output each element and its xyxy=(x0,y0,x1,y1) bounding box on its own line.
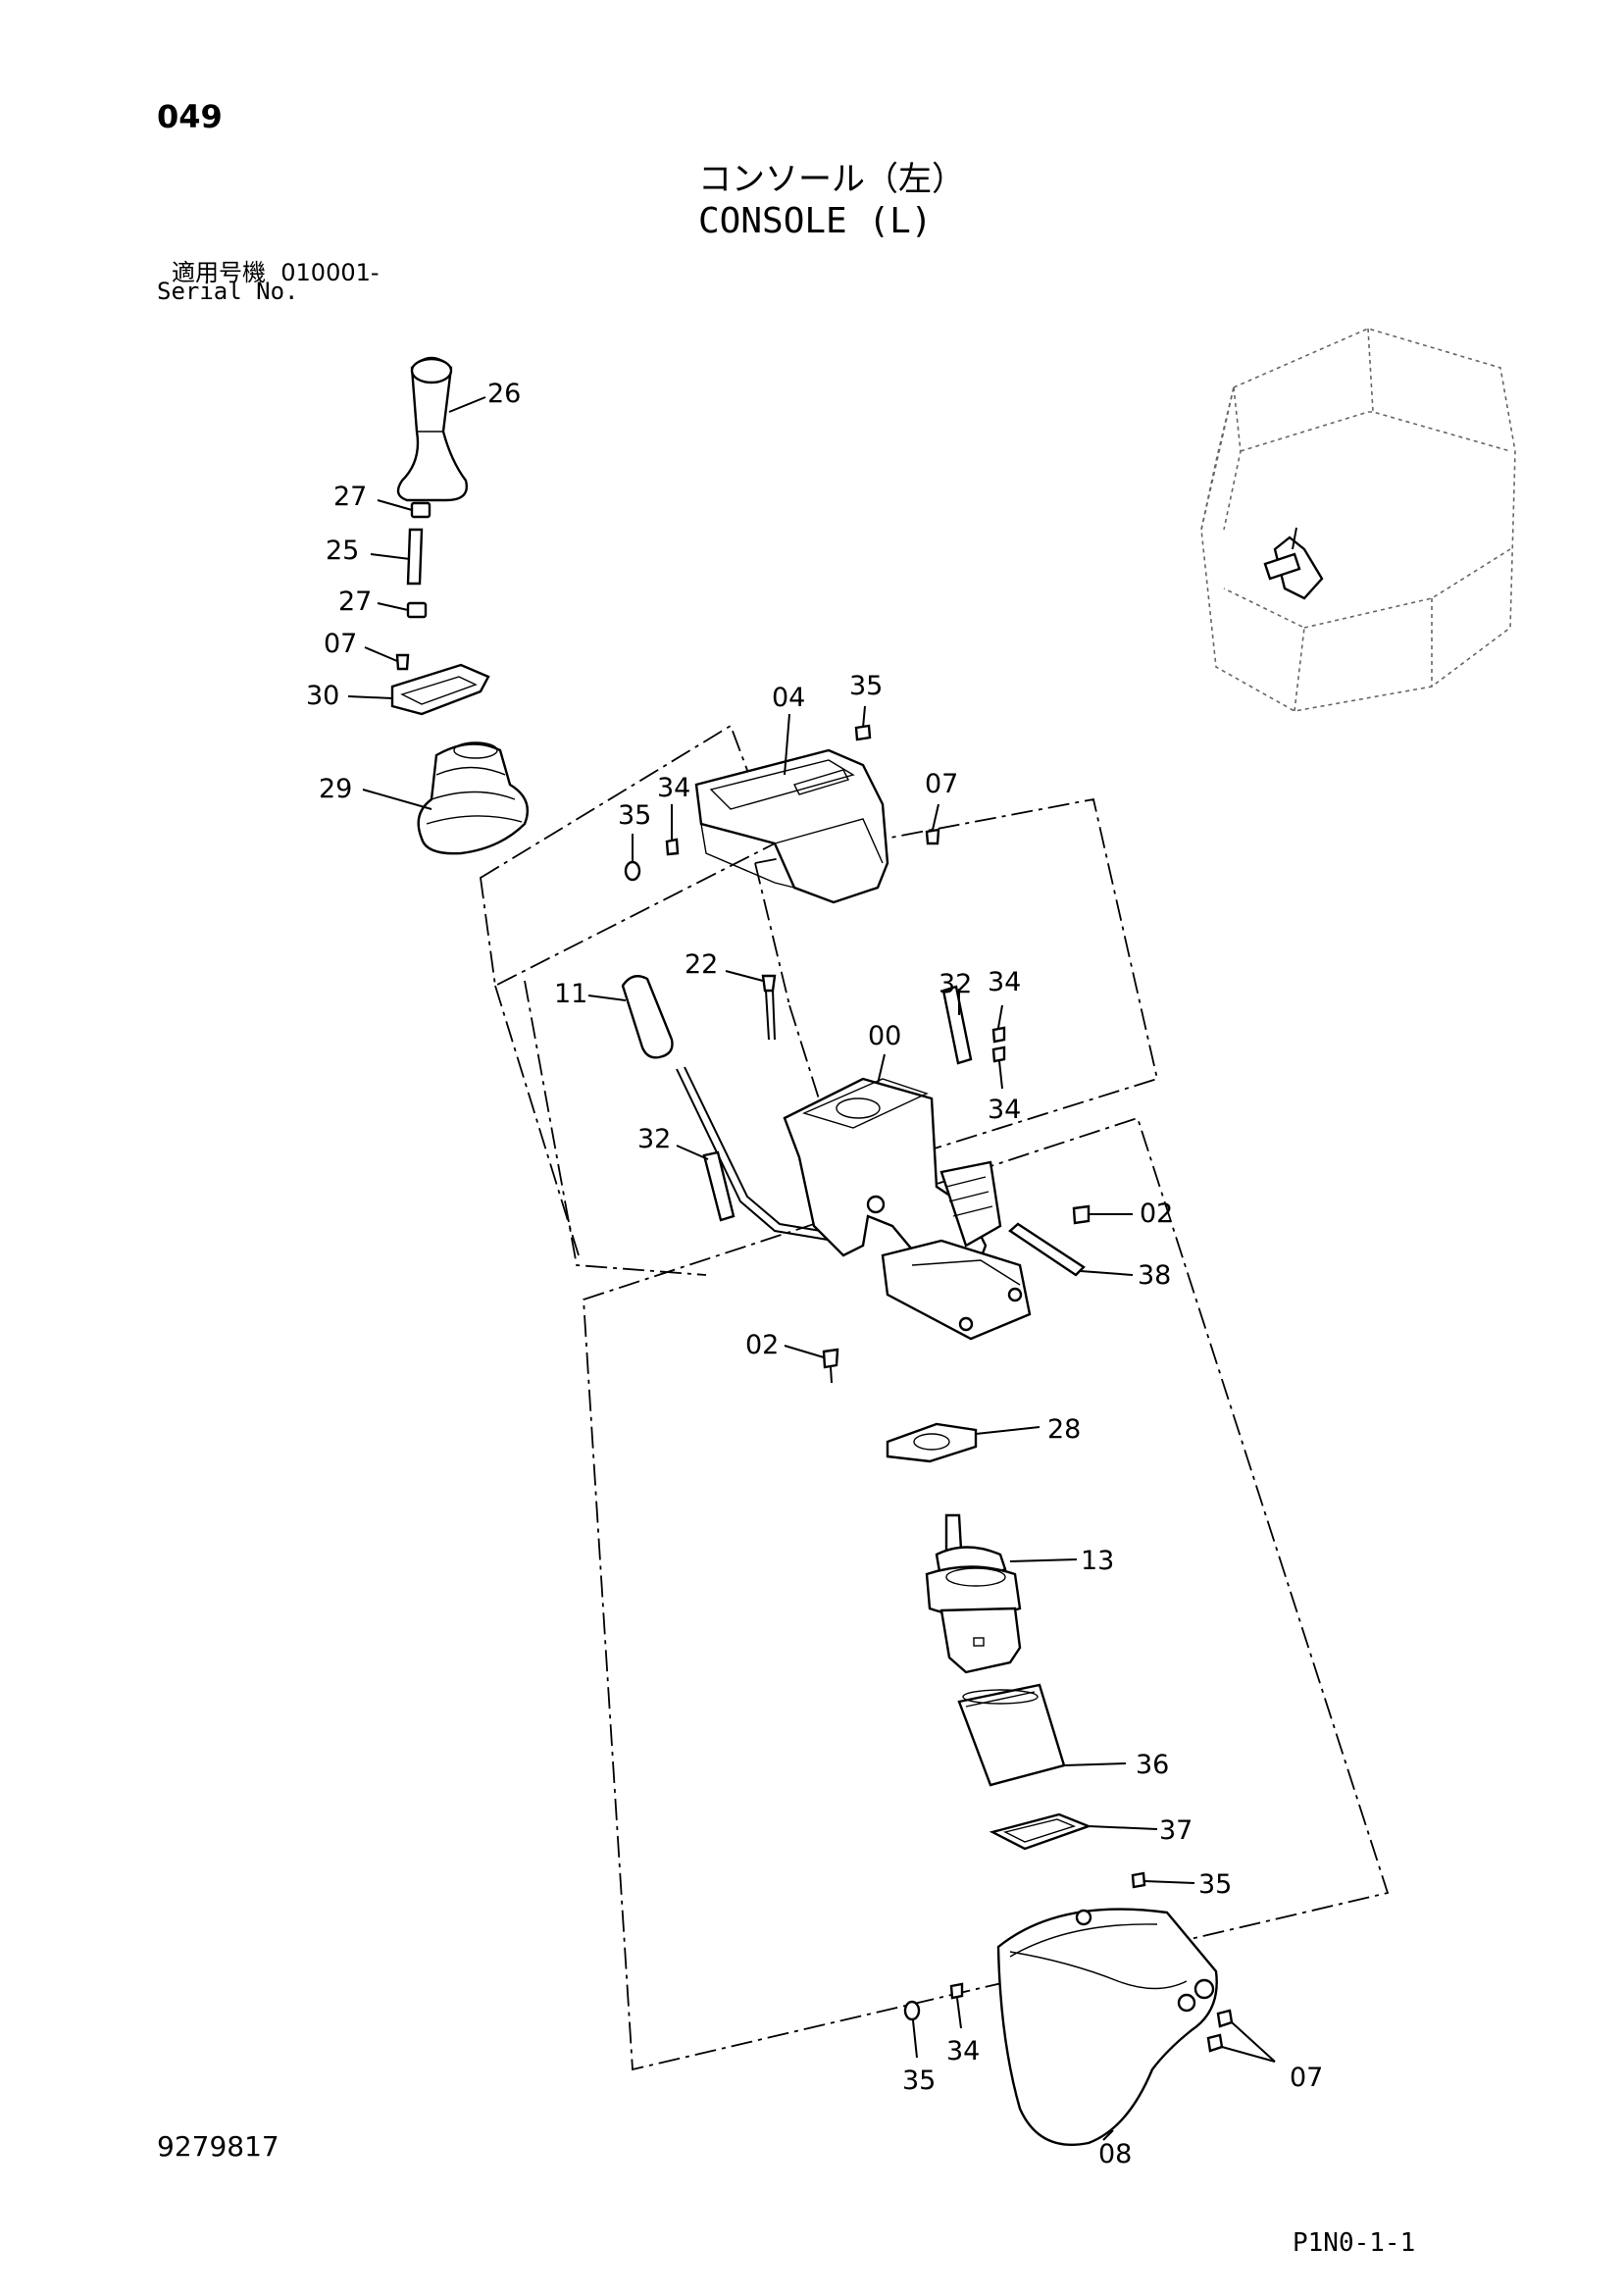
callout-00: 00 xyxy=(868,1021,901,1051)
callout-29: 29 xyxy=(319,774,352,804)
part-34-washer-lower xyxy=(949,1982,964,2000)
part-00-console-frame xyxy=(783,1077,1032,1341)
part-34-washer-right-lower xyxy=(991,1046,1006,1063)
callout-27-upper: 27 xyxy=(333,482,367,512)
serial-range: 適用号機 010001- xyxy=(172,253,380,287)
part-35-cap-left xyxy=(624,860,641,882)
callout-27-lower: 27 xyxy=(338,587,372,617)
part-35-cap-lower xyxy=(903,2000,921,2021)
part-29-boot xyxy=(417,741,530,855)
serial-label-japanese: 適用号機 xyxy=(172,259,266,286)
part-07-screw-lower xyxy=(1206,2009,1234,2053)
callout-26: 26 xyxy=(487,379,521,409)
page-title-japanese: コンソール（左） xyxy=(698,160,965,199)
callout-02-left: 02 xyxy=(745,1330,779,1360)
console-location-marker xyxy=(1263,527,1324,600)
callout-34-lower: 34 xyxy=(946,2036,980,2066)
part-02-bolt-left xyxy=(822,1348,839,1384)
callout-08: 08 xyxy=(1098,2139,1132,2169)
part-13-pilot-valve xyxy=(925,1513,1022,1674)
callout-32-right: 32 xyxy=(939,969,972,999)
page-title: CONSOLE (L) xyxy=(698,201,933,241)
part-35-cap-right xyxy=(1131,1871,1146,1889)
callout-34-left: 34 xyxy=(657,773,690,803)
callout-07-upper: 07 xyxy=(324,629,357,659)
part-08-lower-cover xyxy=(996,1908,1218,2146)
callout-22: 22 xyxy=(685,949,718,980)
callout-04: 04 xyxy=(772,683,805,713)
part-28-gasket xyxy=(886,1422,978,1463)
part-02-bolt-right xyxy=(1072,1204,1091,1225)
callout-labels: 26 27 25 27 07 30 29 04 35 07 35 34 22 1… xyxy=(306,379,1323,2169)
part-38-pin xyxy=(1008,1222,1086,1277)
leader-lines xyxy=(347,396,1276,2141)
part-37-ring xyxy=(989,1812,1092,1851)
page-number: 049 xyxy=(157,98,223,135)
part-07-screw-upper xyxy=(395,653,410,671)
callout-35-left: 35 xyxy=(618,800,651,831)
serial-label: Serial No. xyxy=(157,278,299,305)
callout-37: 37 xyxy=(1159,1815,1193,1846)
callout-07-lower: 07 xyxy=(1290,2063,1323,2093)
callout-32-left: 32 xyxy=(637,1124,671,1154)
part-25-lever-rod xyxy=(406,528,424,586)
part-36-sleeve xyxy=(957,1683,1066,1787)
part-34-washer-left xyxy=(665,838,680,856)
callout-25: 25 xyxy=(326,536,359,566)
callout-36: 36 xyxy=(1136,1750,1169,1780)
part-34-washer-right-upper xyxy=(991,1026,1006,1044)
serial-value: 010001- xyxy=(280,259,380,286)
callout-13: 13 xyxy=(1081,1546,1114,1576)
part-04-upper-cover xyxy=(694,748,889,904)
callout-35-right: 35 xyxy=(1198,1869,1232,1900)
part-26-lever-grip xyxy=(396,356,468,502)
callout-34-right-upper: 34 xyxy=(988,967,1021,997)
callout-38: 38 xyxy=(1138,1260,1171,1291)
part-27-nut-upper xyxy=(410,501,431,519)
part-22-bolt xyxy=(761,974,777,1041)
callout-34-right-lower: 34 xyxy=(988,1095,1021,1125)
callout-30: 30 xyxy=(306,681,339,711)
cab-location-view xyxy=(1200,328,1516,712)
part-32-bracket-left xyxy=(702,1150,736,1222)
callout-02-right: 02 xyxy=(1140,1199,1173,1229)
callout-28: 28 xyxy=(1047,1414,1081,1445)
callout-35-lower: 35 xyxy=(902,2066,936,2096)
assembly-boundaries xyxy=(480,724,1390,2071)
part-11-handle xyxy=(621,975,839,1242)
callout-11: 11 xyxy=(554,979,587,1009)
part-35-cap-upper xyxy=(854,724,872,741)
callout-07-cover: 07 xyxy=(925,769,958,799)
sheet-id: P1N0-1-1 xyxy=(1293,2228,1416,2258)
part-27-nut-lower xyxy=(406,601,428,619)
document-number: 9279817 xyxy=(157,2130,279,2163)
part-30-plate xyxy=(390,663,490,716)
part-32-bracket-right xyxy=(941,985,973,1065)
callout-35-upper: 35 xyxy=(849,671,883,701)
part-07-screw-cover xyxy=(925,828,940,845)
